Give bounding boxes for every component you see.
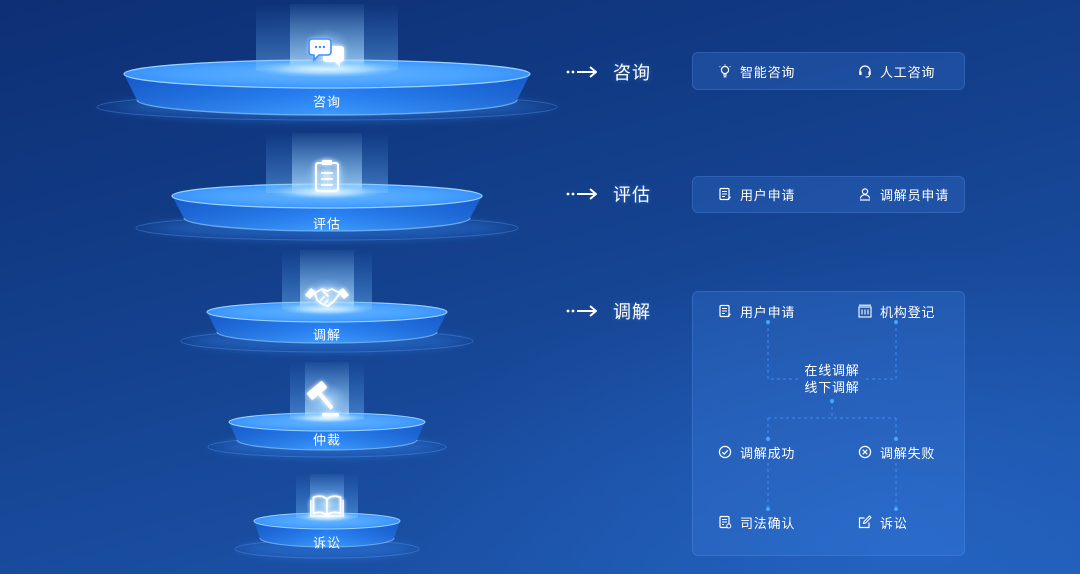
funnel-level-consult: 咨询 (91, 4, 563, 123)
flow-node-label: 司法确认 (740, 516, 796, 532)
flow-outcome-success: 调解成功 (718, 443, 796, 462)
funnel-level-label: 调解 (313, 329, 341, 344)
stage-mediate: 调解 (566, 299, 651, 323)
gavel-icon (307, 381, 339, 417)
flow-node-label: 机构登记 (880, 305, 936, 321)
user-application-item[interactable]: 用户申请 (718, 185, 796, 204)
stage-label: 咨询 (613, 63, 651, 84)
funnel-level-label: 咨询 (313, 96, 341, 111)
funnel-level-label: 仲裁 (313, 433, 341, 449)
headset-icon (858, 64, 872, 78)
flow-node-label: 诉讼 (880, 516, 908, 532)
evaluate-options-panel: 用户申请 调解员申请 (692, 176, 965, 213)
application-form-icon (718, 304, 732, 318)
dotted-arrow-icon (566, 305, 597, 317)
stage-consult: 咨询 (566, 60, 651, 84)
smart-consult-label: 智能咨询 (740, 65, 796, 81)
funnel-level-evaluate: 评估 (131, 133, 523, 242)
stage-label: 调解 (613, 302, 651, 323)
human-consult-item[interactable]: 人工咨询 (858, 62, 936, 81)
lightbulb-icon (718, 64, 732, 78)
resolution-funnel: 咨询 评估 (91, 4, 563, 560)
mediation-flow-panel: 用户申请 机构登记 在线调解 线下调解 调解成功 (692, 291, 965, 556)
dotted-arrow-icon (566, 188, 597, 200)
flow-node-label: 调解成功 (740, 446, 796, 462)
consult-options-panel: 智能咨询 人工咨询 (692, 52, 965, 90)
online-mediation-label: 在线调解 (804, 364, 860, 379)
handshake-icon (305, 288, 349, 307)
mediator-application-label: 调解员申请 (880, 188, 950, 204)
funnel-level-mediate: 调解 (177, 250, 477, 354)
check-circle-icon (718, 445, 732, 459)
mediation-methods: 在线调解 线下调解 (787, 363, 877, 397)
flow-outcome-failure: 调解失败 (858, 443, 936, 462)
application-form-icon (718, 187, 732, 201)
funnel-level-label: 评估 (313, 218, 341, 233)
flow-result-judicial-confirmation: 司法确认 (718, 513, 796, 532)
flow-result-litigation: 诉讼 (858, 513, 908, 532)
stage-evaluate: 评估 (566, 182, 651, 206)
book-icon (310, 495, 344, 517)
flow-node-label: 调解失败 (880, 446, 936, 462)
smart-consult-item[interactable]: 智能咨询 (718, 62, 796, 81)
user-application-label: 用户申请 (740, 188, 796, 204)
funnel-level-litigate: 诉讼 (232, 474, 422, 560)
clipboard-icon (315, 160, 339, 192)
human-consult-label: 人工咨询 (880, 65, 936, 81)
x-circle-icon (858, 445, 872, 459)
offline-mediation-label: 线下调解 (804, 381, 860, 396)
stage-label: 评估 (613, 185, 651, 206)
dotted-arrow-icon (566, 66, 597, 78)
funnel-level-label: 诉讼 (313, 537, 341, 552)
judicial-document-icon (718, 515, 732, 529)
institution-register-icon (858, 304, 872, 318)
flow-source-institution-register: 机构登记 (858, 302, 936, 321)
flow-connectors (766, 320, 898, 511)
flow-node-label: 用户申请 (740, 305, 796, 321)
edit-icon (858, 515, 872, 529)
funnel-level-arbitrate: 仲裁 (204, 362, 450, 459)
flow-source-user-application: 用户申请 (718, 302, 796, 321)
mediator-application-item[interactable]: 调解员申请 (858, 185, 950, 204)
chat-bubbles-icon (308, 38, 344, 67)
user-icon (858, 187, 872, 201)
